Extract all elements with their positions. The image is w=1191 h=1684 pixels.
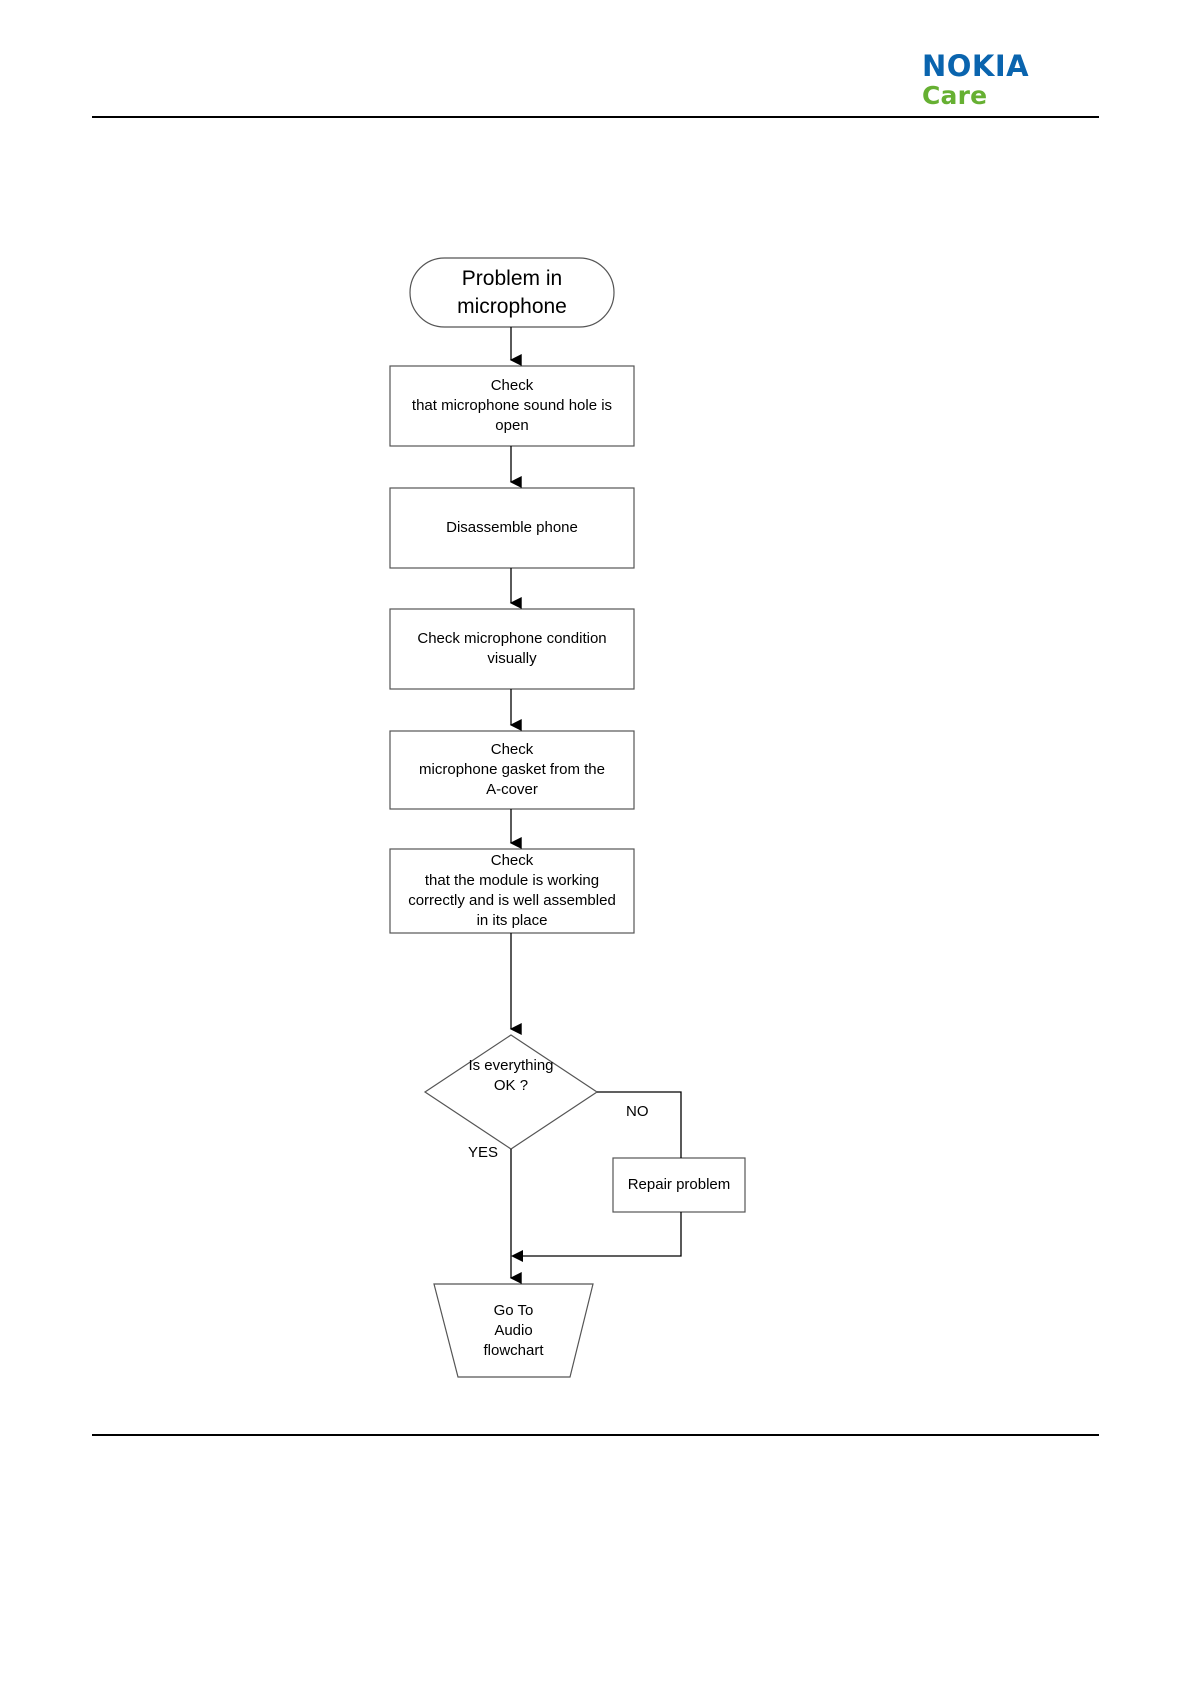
node-disassemble-shape bbox=[389, 487, 635, 569]
edge-repair-to-goto bbox=[523, 1212, 682, 1257]
brand-care-wordmark: Care bbox=[922, 81, 988, 110]
node-module-shape bbox=[389, 848, 635, 934]
edge-decision-no bbox=[597, 1091, 682, 1158]
node-start-label: Problem in microphone bbox=[457, 266, 567, 318]
node-gasket-shape bbox=[389, 730, 635, 810]
node-goto-label: Go To Audio flowchart bbox=[483, 1302, 544, 1359]
edge-repair-arrowhead bbox=[511, 1250, 523, 1262]
node-module-label: Check that the module is working correct… bbox=[408, 852, 616, 929]
node-repair-shape bbox=[612, 1157, 746, 1213]
node-goto-shape bbox=[433, 1283, 594, 1378]
node-start-shape bbox=[409, 257, 615, 328]
edge-label-no: NO bbox=[626, 1103, 649, 1120]
node-gasket-label: Check microphone gasket from the A-cover bbox=[419, 741, 605, 798]
brand-nokia-wordmark: NOKIA bbox=[922, 49, 1030, 83]
header-divider bbox=[92, 116, 1099, 118]
node-check-sound-hole-shape bbox=[389, 365, 635, 447]
node-visual-check-label: Check microphone condition visually bbox=[417, 630, 607, 667]
edge-label-yes: YES bbox=[468, 1144, 499, 1161]
footer-divider bbox=[92, 1434, 1099, 1436]
node-disassemble-label: Disassemble phone bbox=[446, 519, 578, 537]
node-decision-label: Is everything OK ? bbox=[468, 1057, 554, 1094]
node-visual-check-shape bbox=[389, 608, 635, 690]
node-check-sound-hole-label: Check that microphone sound hole is open bbox=[411, 377, 613, 434]
nokia-care-logo: NOKIA Care bbox=[922, 49, 1052, 110]
node-repair-label: Repair problem bbox=[627, 1176, 731, 1194]
